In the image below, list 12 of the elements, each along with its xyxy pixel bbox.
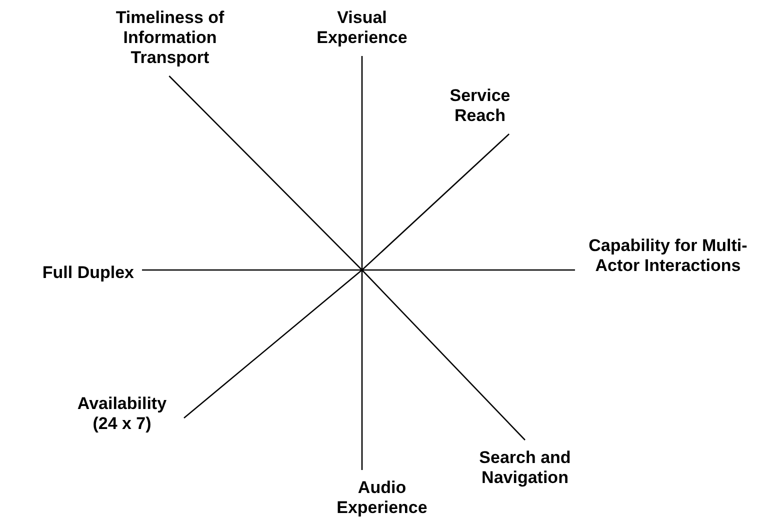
axis-label: Visual Experience xyxy=(316,8,408,48)
axis-label: Capability for Multi-Actor Interactions xyxy=(588,236,748,276)
axis-line xyxy=(142,269,575,271)
axis-line xyxy=(184,134,510,418)
axis-line xyxy=(361,56,363,470)
axis-label: Full Duplex xyxy=(41,263,134,283)
axis-label: Timeliness of Information Transport xyxy=(114,8,226,68)
axis-label: Service Reach xyxy=(448,86,512,126)
axis-label: Audio Experience xyxy=(336,478,428,518)
axis-label: Availability (24 x 7) xyxy=(76,394,168,434)
axis-label: Search and Navigation xyxy=(478,448,572,488)
axis-line xyxy=(168,76,526,440)
